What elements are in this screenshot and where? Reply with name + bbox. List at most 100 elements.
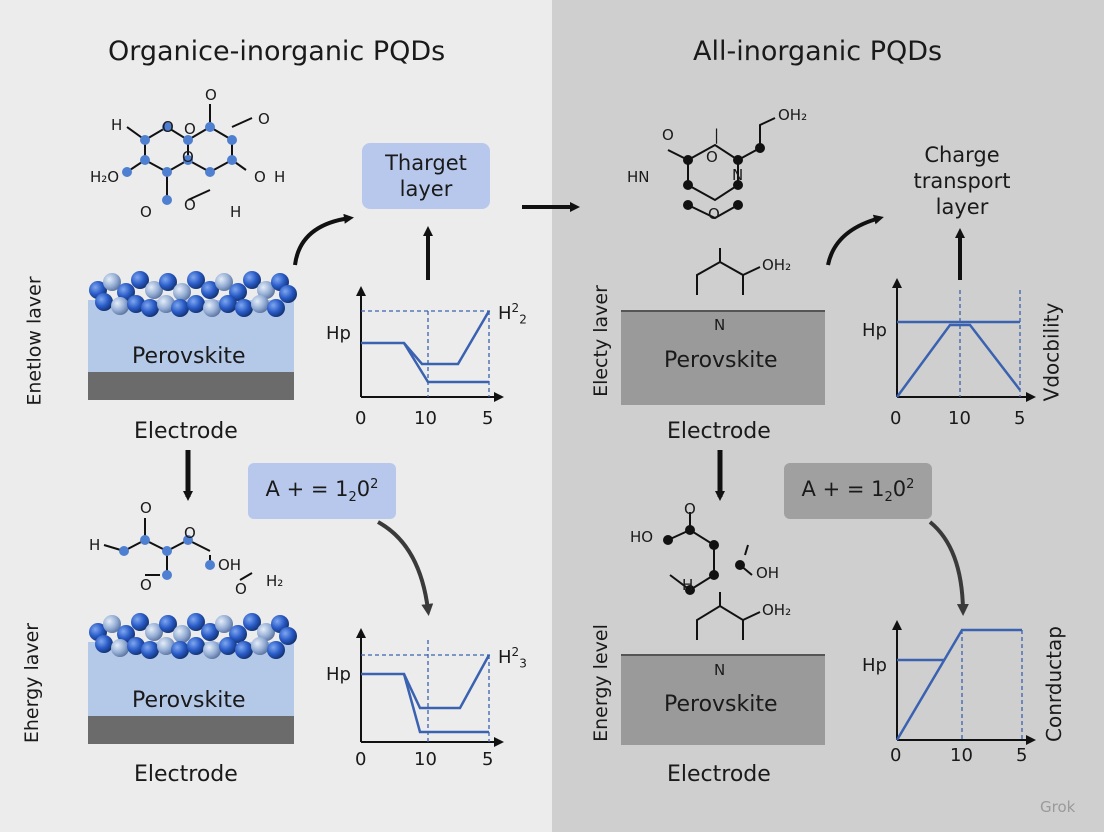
atom-dot [683,155,693,165]
quantum-dot [251,295,269,313]
atom-label: O [708,205,720,223]
atom-dot [205,122,215,132]
equation-mid: 0 [892,476,907,501]
quantum-dot [95,635,113,653]
quantum-dot-cluster [89,271,297,317]
right-bottom-perovskite-layer [621,655,825,745]
atom-markers [119,535,215,580]
atom-label: O [140,203,152,221]
atom-dot [162,570,172,580]
left-top-molecule [126,104,253,201]
tick-label: 5 [1016,745,1028,766]
left-bottom-device-stack [88,613,297,744]
atom-dot [683,200,693,210]
annotation-sub: 3 [519,656,527,671]
curved-arrow-icon [293,213,354,266]
atom-dot [227,155,237,165]
tick-label: 0 [890,745,902,766]
left-bottom-plot-ylabel: Hp [326,664,351,685]
quantum-dot [145,281,163,299]
left-top-electrode-label: Electrode [134,419,238,444]
atom-label: O [684,500,696,518]
equation-sub: 2 [348,489,357,505]
quantum-dot [201,623,219,641]
atom-label: HO [630,528,654,546]
equation-text: A + = 1202 [266,476,379,506]
atom-dot [733,200,743,210]
quantum-dot [103,273,121,291]
quantum-dot [257,281,275,299]
atom-label: N [732,166,744,184]
right-top-plot-side-label: Vdocbility [1039,302,1064,402]
quantum-dot [111,639,129,657]
atom-dot [140,155,150,165]
atom-label: O [706,148,718,166]
quantum-dot [235,641,253,659]
atom-label: OH₂ [778,106,808,124]
atom-dot [162,195,172,205]
tick-label: 5 [482,408,494,429]
quantum-dot [229,283,247,301]
quantum-dot [219,637,237,655]
left-bottom-plot [356,628,504,747]
watermark: Grok [1040,798,1076,816]
electrode-layer [88,372,294,400]
atom-label: H₂ [266,572,284,590]
atom-dot [183,135,193,145]
target-layer-label: Tharget layer [385,150,467,201]
quantum-dot [251,637,269,655]
equation-base: A + = 1 [801,476,885,501]
right-bottom-electrode-label: Electrode [667,762,771,787]
atom-label: H [89,536,101,554]
atom-dot [709,540,719,550]
atom-label: OH [218,556,242,574]
atom-label: O [182,148,194,166]
left-top-plot-annotation: H22 [498,302,527,326]
atom-label: O [140,499,152,517]
quantum-dot [279,627,297,645]
right-bottom-plot-ylabel: Hp [862,655,887,676]
quantum-dot [215,273,233,291]
atom-dot [205,560,215,570]
atom-dot [663,535,673,545]
atom-label: O [162,118,174,136]
atom-dot [709,570,719,580]
left-top-side-label: Enetlow laver [23,276,46,406]
quantum-dot [171,299,189,317]
quantum-dot [187,295,205,313]
quantum-dot [203,641,221,659]
quantum-dot [127,637,145,655]
right-bottom-plot-side-label: Conrductap [1041,626,1066,742]
right-top-electrode-label: Electrode [667,419,771,444]
atom-dot [685,525,695,535]
annotation-sup: 2 [511,645,520,659]
quantum-dot [131,613,149,631]
curved-arrow-icon [826,214,884,266]
target-layer-box: Tharget layer [362,143,490,209]
atom-dot [227,135,237,145]
atom-markers [122,122,237,205]
right-bottom-side-label: Energy level [589,624,612,742]
atom-dot [733,155,743,165]
quantum-dot [141,641,159,659]
atom-dot [162,546,172,556]
atom-label: OH₂ [762,256,792,274]
right-equation-box: A + = 1202 [784,463,932,519]
quantum-dot [257,623,275,641]
equation-text: A + = 1202 [802,476,915,506]
left-title: Organice-inorganic PQDs [108,36,446,67]
atom-label: H [274,168,286,186]
tick-label: 0 [355,749,367,770]
atom-label: OH [756,564,780,582]
atom-dot [183,535,193,545]
tick-label: 0 [355,408,367,429]
quantum-dot [131,271,149,289]
atom-label: H [111,116,123,134]
left-top-plot [356,286,504,402]
atom-markers [683,143,765,210]
charge-transport-label: Charge transport layer [913,142,1011,220]
left-top-device-stack [88,271,297,400]
equation-mid: 0 [356,476,371,501]
atom-dot [162,122,172,132]
atom-dot [183,155,193,165]
